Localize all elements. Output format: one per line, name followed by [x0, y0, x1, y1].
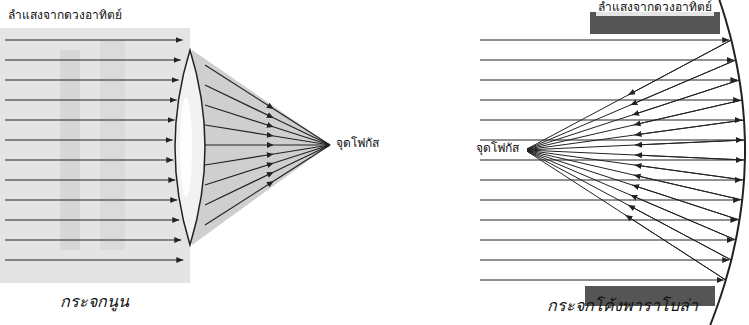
light-ray	[5, 199, 177, 200]
light-ray	[527, 140, 745, 150]
light-ray	[274, 145, 330, 172]
light-ray	[527, 120, 744, 150]
light-ray	[5, 59, 181, 60]
light-ray	[527, 151, 726, 280]
light-ray	[274, 145, 330, 163]
light-ray	[5, 39, 183, 40]
light-ray	[205, 85, 274, 118]
light-ray	[634, 120, 743, 135]
light-cone	[192, 50, 330, 245]
light-ray	[527, 150, 742, 200]
light-ray	[480, 180, 742, 181]
light-ray	[205, 125, 274, 136]
light-ray	[628, 205, 731, 260]
light-ray	[480, 240, 734, 241]
light-ray	[5, 159, 173, 160]
callout-label: จุดโฟกัส	[334, 136, 381, 152]
light-ray	[274, 144, 330, 145]
light-ray	[205, 181, 274, 225]
light-ray	[205, 163, 274, 185]
light-ray	[480, 220, 737, 221]
callout-label: ลำแสงจากดวงอาทิตย์	[6, 8, 124, 24]
light-ray	[527, 151, 731, 260]
light-ray	[632, 80, 739, 115]
light-ray	[480, 100, 740, 101]
light-ray	[205, 154, 274, 165]
light-ray	[5, 119, 175, 120]
light-ray	[628, 40, 731, 95]
light-ray	[274, 109, 330, 145]
light-ray	[5, 259, 183, 260]
light-ray	[205, 172, 274, 205]
light-ray	[480, 260, 729, 261]
light-ray	[480, 60, 734, 61]
light-ray	[5, 179, 175, 180]
light-ray	[634, 175, 743, 200]
sunlight-shading	[100, 40, 125, 250]
convex-lens	[175, 50, 205, 245]
caption-label: กระจกโค้งพาราโบล่า	[545, 296, 700, 317]
light-ray	[5, 79, 179, 80]
callout-label: ลำแสงจากดวงอาทิตย์	[596, 0, 714, 16]
light-ray	[480, 160, 743, 161]
caption-label: กระจกนูน	[58, 292, 131, 313]
lens-highlight	[180, 97, 192, 197]
light-ray	[480, 280, 724, 281]
light-ray	[527, 40, 731, 149]
callout-label: จุดโฟกัส	[474, 141, 521, 157]
light-ray	[480, 120, 742, 121]
light-ray	[5, 239, 181, 240]
light-ray	[480, 40, 729, 41]
light-ray	[274, 127, 330, 145]
light-ray	[5, 139, 173, 140]
light-ray	[527, 151, 736, 240]
light-ray	[274, 136, 330, 145]
light-ray	[625, 215, 725, 280]
light-ray	[635, 155, 745, 160]
light-ray	[480, 80, 737, 81]
light-ray	[5, 219, 179, 220]
light-ray	[205, 144, 274, 145]
light-ray	[274, 145, 330, 181]
light-ray	[527, 151, 739, 220]
light-ray	[205, 65, 274, 109]
light-ray	[634, 165, 743, 180]
light-ray	[480, 200, 740, 201]
light-ray	[634, 100, 743, 125]
light-ray	[205, 105, 274, 127]
light-ray	[630, 195, 735, 240]
light-ray	[5, 99, 177, 100]
light-ray	[635, 140, 745, 145]
sunlight-shading	[0, 28, 190, 283]
light-ray	[527, 80, 739, 149]
light-ray	[274, 118, 330, 145]
